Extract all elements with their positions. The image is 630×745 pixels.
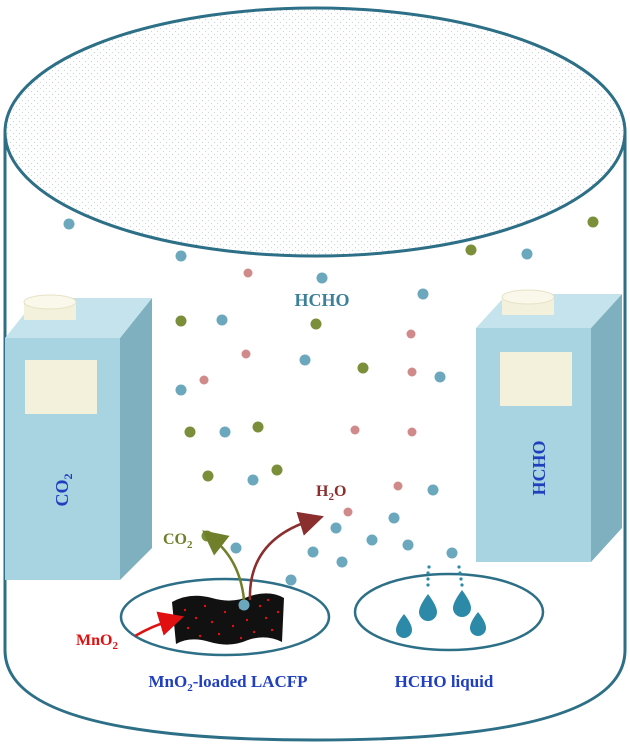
droplet-icon — [396, 614, 412, 638]
hcho-molecule — [417, 288, 429, 300]
h2o-molecule — [343, 507, 353, 517]
hcho-molecule — [307, 546, 319, 558]
hcho-container-box: HCHO — [476, 289, 622, 562]
hcho-molecule — [521, 248, 533, 260]
hcho-liquid-caption: HCHO liquid — [395, 672, 494, 691]
vessel-top — [3, 6, 627, 258]
h2o-molecule — [350, 425, 360, 435]
droplet-icon — [470, 612, 486, 636]
co2-molecule — [271, 464, 283, 476]
co2-molecule — [357, 362, 369, 374]
hcho-molecule — [247, 474, 259, 486]
co2-molecule — [465, 244, 477, 256]
hcho-molecule — [299, 354, 311, 366]
evaporation-trails — [426, 565, 464, 587]
hcho-molecule — [330, 522, 342, 534]
hcho-box-label: HCHO — [529, 440, 549, 495]
hcho-molecule — [175, 250, 187, 262]
hcho-molecule — [434, 371, 446, 383]
box-cap — [23, 294, 77, 320]
lacfp-sheet — [172, 593, 284, 645]
co2-molecule — [201, 530, 213, 542]
co2-molecule — [310, 318, 322, 330]
mno2-pointer-arrow — [134, 611, 184, 638]
h2o-molecule — [243, 268, 253, 278]
h2o-release-arrow — [248, 511, 324, 601]
hcho-liquid-dish — [353, 565, 545, 652]
hcho-molecule — [63, 218, 75, 230]
hcho-molecule — [388, 512, 400, 524]
hcho-molecule — [216, 314, 228, 326]
co2-molecule — [202, 470, 214, 482]
h2o-product-label: H2O — [316, 483, 346, 503]
co2-molecule — [252, 421, 264, 433]
hcho-molecule — [175, 384, 187, 396]
h2o-molecule — [407, 367, 417, 377]
droplet-icon — [453, 590, 471, 617]
box-side — [120, 298, 152, 580]
mno2-lacfp-dish — [119, 577, 331, 657]
box-side — [591, 294, 622, 562]
hcho-molecule — [427, 484, 439, 496]
box-label-panel — [25, 360, 97, 414]
hcho-molecule — [230, 542, 242, 554]
co2-molecule — [184, 426, 196, 438]
h2o-molecule — [406, 329, 416, 339]
droplet-icon — [419, 594, 437, 621]
mno2-label: MnO2 — [76, 632, 118, 652]
hcho-molecule — [402, 539, 414, 551]
co2-box-label: CO2 — [52, 474, 75, 507]
h2o-molecule — [407, 427, 417, 437]
hcho-molecule — [316, 272, 328, 284]
box-cap — [501, 289, 555, 315]
co2-product-label: CO2 — [163, 531, 193, 551]
hcho-molecule — [336, 556, 348, 568]
hcho-molecule — [219, 426, 231, 438]
dish-outline — [353, 572, 545, 652]
co2-molecule — [175, 315, 187, 327]
co2-release-arrow — [202, 530, 246, 601]
h2o-molecule — [241, 349, 251, 359]
hcho-molecule — [285, 574, 297, 586]
co2-container-box: CO2 — [5, 294, 152, 580]
hcho-air-label: HCHO — [294, 290, 349, 310]
hcho-molecule — [366, 534, 378, 546]
h2o-molecule — [199, 375, 209, 385]
mno2-particles — [183, 598, 280, 640]
box-label-panel — [500, 352, 572, 406]
adsorbed-molecule — [238, 599, 250, 611]
lacfp-caption: MnO2-loaded LACFP — [149, 672, 308, 694]
co2-molecule — [587, 216, 599, 228]
h2o-molecule — [393, 481, 403, 491]
hcho-molecule — [446, 547, 458, 559]
